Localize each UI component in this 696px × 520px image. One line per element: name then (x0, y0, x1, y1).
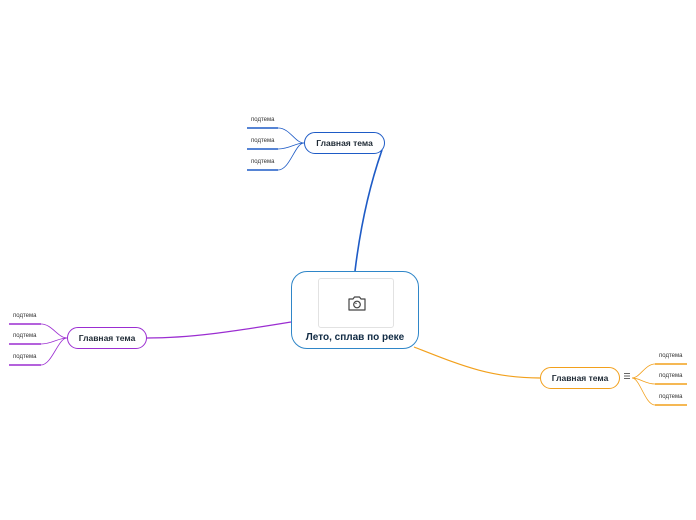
subtopic-left-3[interactable]: подтема (13, 354, 37, 360)
subtopic-right-1[interactable]: подтема (659, 353, 683, 359)
sub-connector-left-1 (40, 323, 68, 339)
main-topic-right[interactable]: Главная тема (540, 367, 620, 389)
menu-icon[interactable] (624, 372, 630, 380)
subtopic-top-2[interactable]: подтема (251, 138, 275, 144)
main-topic-top-label: Главная тема (316, 138, 373, 148)
connector-left (146, 321, 292, 339)
sub-connector-top-1 (277, 127, 305, 144)
subtopic-right-2[interactable]: подтема (659, 373, 683, 379)
sub-connector-right-3 (631, 377, 656, 406)
connector-right (413, 346, 541, 379)
sub-connector-left-2 (40, 337, 68, 345)
central-topic-label: Лето, сплав по реке (305, 332, 405, 343)
connector-top (354, 149, 383, 272)
subtopic-left-2[interactable]: подтема (13, 333, 37, 339)
subtopic-left-1[interactable]: подтема (13, 313, 37, 319)
central-image-placeholder[interactable] (318, 278, 394, 328)
sub-connector-right-2 (631, 377, 656, 385)
sub-connector-right-1 (631, 363, 656, 379)
central-topic[interactable]: Лето, сплав по реке (291, 271, 419, 349)
main-topic-left[interactable]: Главная тема (67, 327, 147, 349)
subtopic-top-1[interactable]: подтема (251, 117, 275, 123)
main-topic-left-label: Главная тема (78, 333, 136, 343)
camera-icon (348, 296, 366, 311)
sub-connector-top-3 (277, 142, 305, 171)
sub-connector-top-2 (277, 142, 305, 150)
subtopic-top-3[interactable]: подтема (251, 159, 275, 165)
sub-connector-left-3 (40, 337, 68, 366)
main-topic-right-label: Главная тема (551, 373, 609, 383)
main-topic-top[interactable]: Главная тема (304, 132, 385, 154)
subtopic-right-3[interactable]: подтема (659, 394, 683, 400)
